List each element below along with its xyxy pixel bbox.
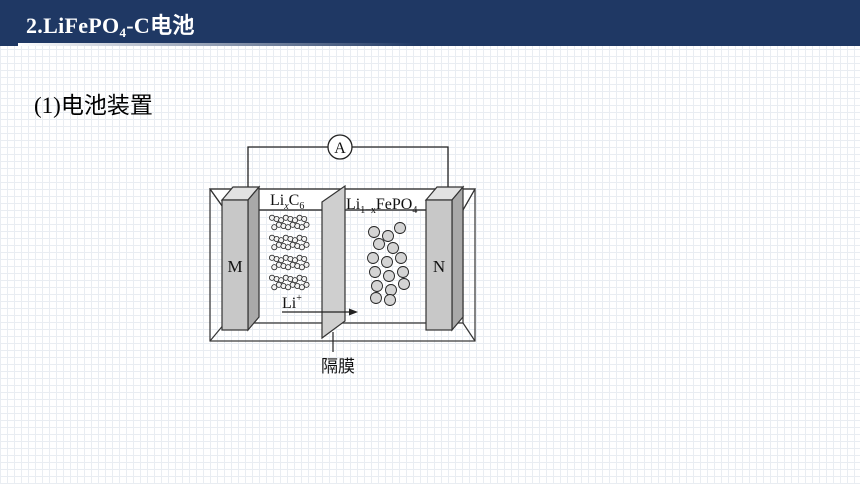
graphite-particle: [285, 224, 292, 231]
graphite-particle: [303, 221, 310, 228]
cathode-material-label: Li1−xFePO4: [346, 196, 417, 216]
electrode-n: N: [424, 185, 465, 332]
graphite-particle: [291, 237, 298, 244]
lfp-particle: [383, 270, 395, 282]
separator-label: 隔膜: [321, 357, 355, 377]
graphite-particle: [301, 215, 308, 222]
graphite-particle: [278, 257, 285, 264]
lfp-particle: [368, 226, 380, 238]
lfp-particle: [382, 230, 394, 242]
lfp-particle: [395, 252, 407, 264]
graphite-particle: [291, 257, 298, 264]
graphite-particle: [271, 244, 278, 251]
graphite-particle: [271, 264, 278, 271]
graphite-particles: [268, 214, 310, 291]
graphite-particle: [271, 224, 278, 231]
lfp-particle: [398, 278, 410, 290]
lfp-particles: [367, 222, 410, 306]
graphite-particle: [285, 264, 292, 271]
graphite-particle: [278, 237, 285, 244]
separator-membrane: [321, 184, 346, 352]
graphite-particle: [301, 255, 308, 262]
li-ion-arrow: [282, 308, 358, 316]
li-ion-label: Li+: [282, 293, 302, 312]
section-heading: (1)电池装置: [34, 93, 153, 118]
lfp-particle: [370, 292, 382, 304]
graphite-particle: [301, 275, 308, 282]
title-underline: [18, 43, 418, 46]
electrode-n-label: N: [433, 257, 445, 276]
lfp-particle: [385, 284, 397, 296]
lfp-particle: [394, 222, 406, 234]
external-circuit-wire-right: [352, 146, 449, 187]
external-circuit-wire: [247, 146, 328, 187]
graphite-particle: [285, 244, 292, 251]
page-title: 2.LiFePO4-C电池: [26, 13, 195, 40]
graphite-particle: [271, 284, 278, 291]
lfp-particle: [384, 294, 396, 306]
electrode-m-label: M: [227, 257, 242, 276]
ammeter-label: A: [334, 140, 346, 157]
electrode-m: M: [220, 185, 261, 332]
graphite-particle: [298, 224, 305, 231]
ammeter: [327, 134, 353, 160]
graphite-particle: [303, 261, 310, 268]
lfp-particle: [387, 242, 399, 254]
lfp-particle: [381, 256, 393, 268]
graphite-particle: [298, 284, 305, 291]
lfp-particle: [397, 266, 409, 278]
lfp-particle: [371, 280, 383, 292]
graphite-particle: [298, 244, 305, 251]
anode-material-label: LixC6: [270, 192, 304, 212]
lfp-particle: [367, 252, 379, 264]
lfp-particle: [369, 266, 381, 278]
graphite-particle: [278, 217, 285, 224]
graphite-particle: [301, 235, 308, 242]
graphite-particle: [285, 284, 292, 291]
graphite-particle: [291, 217, 298, 224]
lfp-particle: [373, 238, 385, 250]
graphite-particle: [298, 264, 305, 271]
graphite-particle: [303, 281, 310, 288]
graphite-particle: [291, 277, 298, 284]
graphite-particle: [278, 277, 285, 284]
graphite-particle: [303, 241, 310, 248]
title-bar: 2.LiFePO4-C电池: [0, 0, 860, 46]
